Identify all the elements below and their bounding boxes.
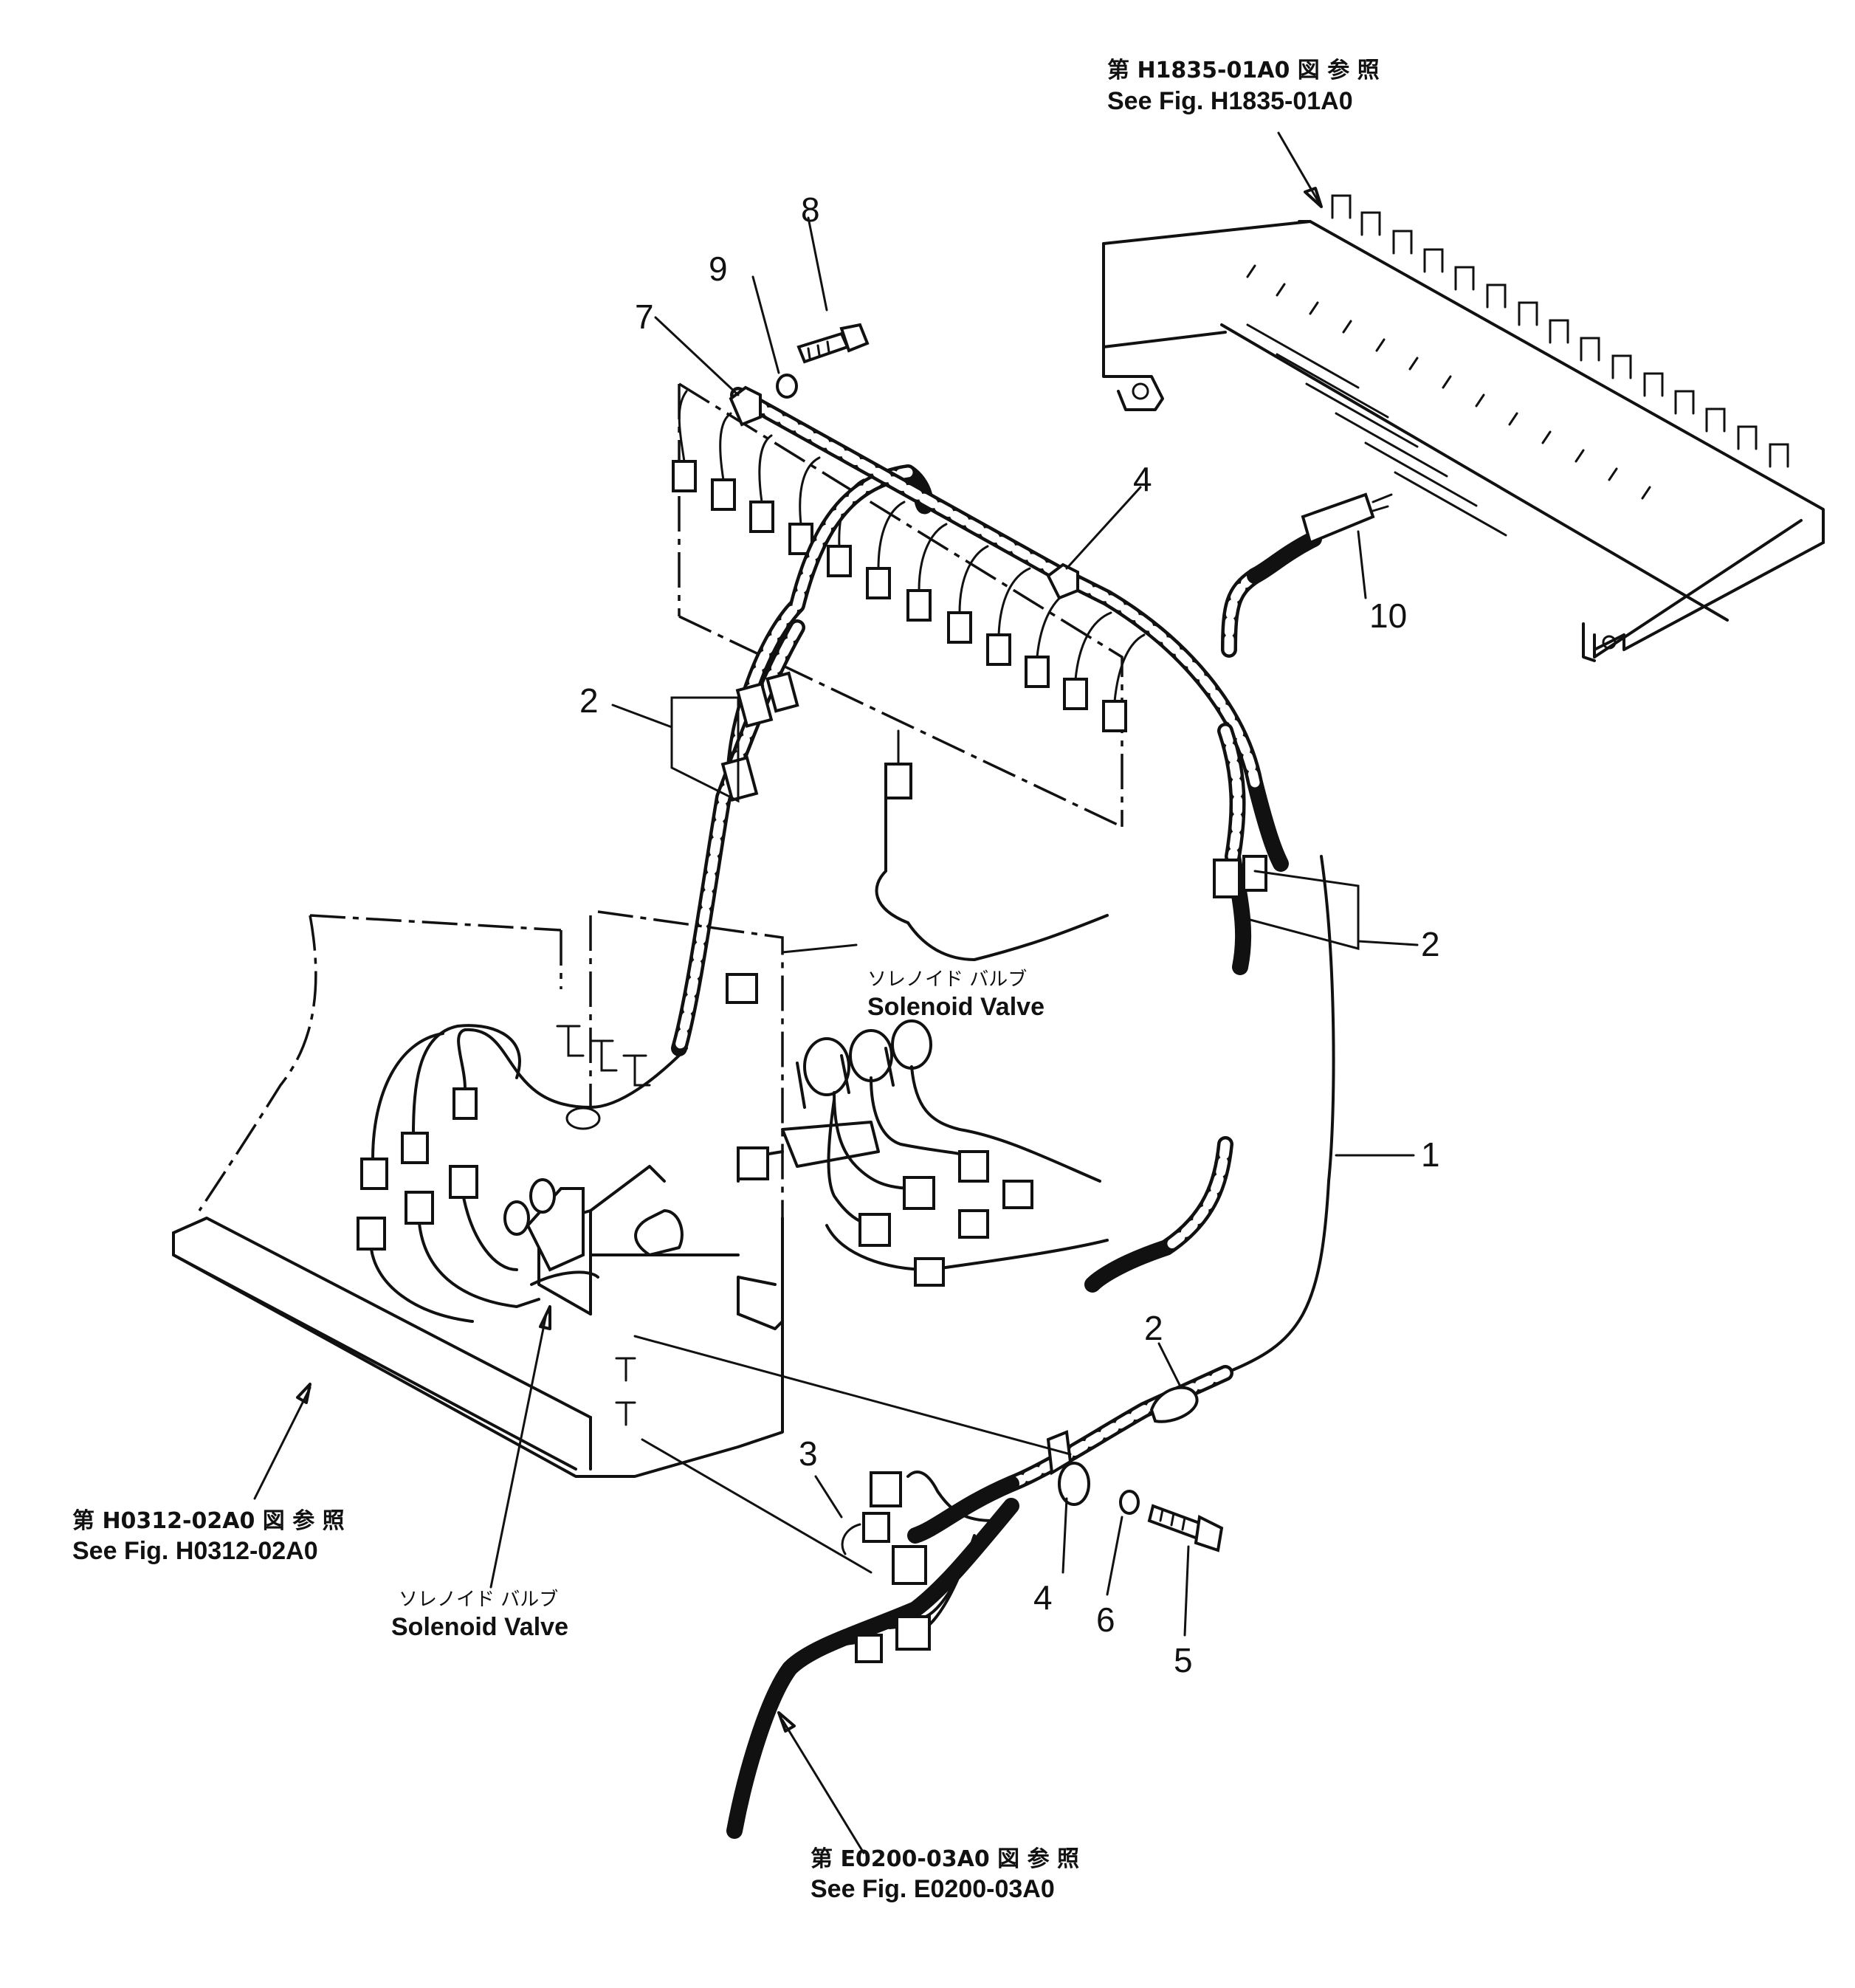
reference-top-right-jp: 第 H1835-01A0 図 参 照	[1107, 58, 1380, 83]
reference-bottom: 第 E0200-03A0 図 参 照 See Fig. E0200-03A0	[811, 1846, 1079, 1903]
relay-connectors	[672, 460, 1127, 799]
part-number-9: 9	[709, 250, 728, 288]
terminal-panel-assembly	[1102, 194, 1825, 662]
solenoid-valve-label-upper: ソレノイド バルブ Solenoid Valve	[867, 969, 1044, 1021]
main-harness	[671, 387, 1335, 1544]
connector-10	[1247, 492, 1393, 584]
part-number-8: 8	[801, 190, 820, 229]
part-number-3: 3	[799, 1434, 818, 1473]
clamp-4-lower	[1046, 1430, 1090, 1506]
solenoid-valve-upper-en: Solenoid Valve	[867, 993, 1044, 1021]
part-number-10: 10	[1369, 596, 1407, 635]
part-number-6: 6	[1096, 1600, 1115, 1639]
reference-top-right-en: See Fig. H1835-01A0	[1107, 87, 1353, 115]
clamp-7	[729, 385, 762, 427]
washer-9	[776, 374, 798, 399]
reference-bottom-en: See Fig. E0200-03A0	[811, 1875, 1055, 1903]
part-numbers: 8 9 7 4 10 2 2 1 2 3 4 6 5	[579, 190, 1440, 1679]
bolt-5	[1147, 1504, 1224, 1552]
solenoid-valve-lower-jp: ソレノイド バルブ	[399, 1589, 558, 1611]
part-number-5: 5	[1174, 1641, 1193, 1679]
solenoid-valve-label-lower: ソレノイド バルブ Solenoid Valve	[391, 1589, 568, 1641]
clamp-4-upper	[1046, 563, 1079, 600]
leader-lines	[253, 131, 1419, 1854]
solenoid-valve-cluster	[737, 1019, 1109, 1287]
part-number-2-upper-left: 2	[579, 681, 599, 720]
part-number-2-right: 2	[1421, 925, 1440, 963]
part-number-7: 7	[635, 297, 654, 336]
reference-left-en: See Fig. H0312-02A0	[72, 1537, 318, 1565]
solenoid-valve-upper-jp: ソレノイド バルブ	[867, 969, 1027, 991]
solenoid-valve-lower-en: Solenoid Valve	[391, 1613, 568, 1641]
instrument-panel	[172, 910, 858, 1478]
reference-top-right: 第 H1835-01A0 図 参 照 See Fig. H1835-01A0	[1107, 58, 1380, 115]
reference-bottom-jp: 第 E0200-03A0 図 参 照	[811, 1846, 1079, 1872]
part-number-4-upper: 4	[1133, 460, 1152, 498]
connector-pairs	[720, 671, 1267, 1423]
terminal-studs	[1246, 194, 1789, 537]
lower-branch	[726, 1471, 1019, 1839]
part-number-4-lower: 4	[1033, 1578, 1053, 1617]
relay-board	[672, 382, 1146, 828]
part-number-2-lower: 2	[1144, 1309, 1163, 1347]
reference-left: 第 H0312-02A0 図 参 照 See Fig. H0312-02A0	[72, 1508, 345, 1565]
part-number-1: 1	[1421, 1135, 1440, 1174]
reference-left-jp: 第 H0312-02A0 図 参 照	[72, 1508, 345, 1534]
washer-6	[1119, 1490, 1140, 1515]
bolt-8	[796, 323, 870, 364]
fasteners	[633, 323, 1224, 1574]
